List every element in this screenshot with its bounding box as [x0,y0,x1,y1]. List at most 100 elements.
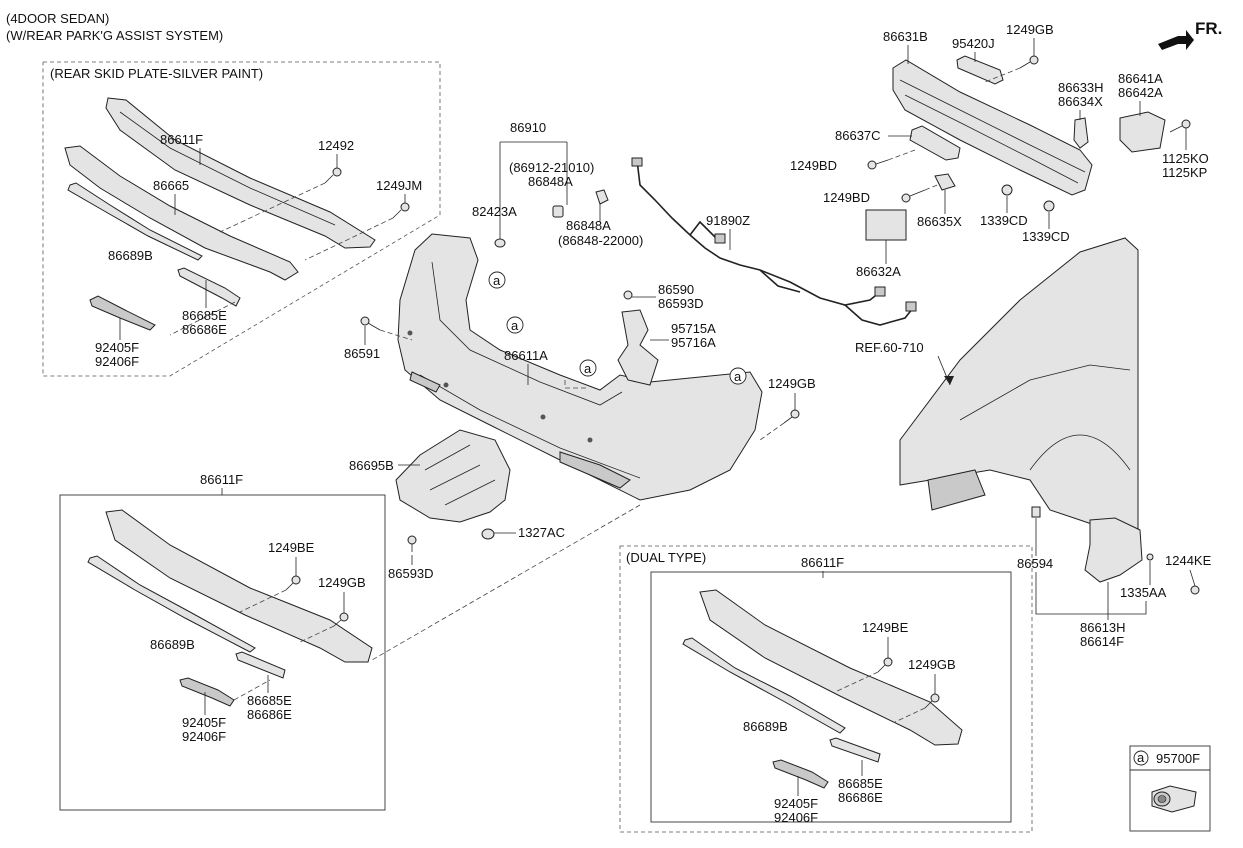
reflector-92405F-lower [179,677,235,707]
bolt-1249JM [392,202,410,219]
bolt-1249GB-beam [1019,55,1039,69]
skid-plate-bracket-86665 [64,145,299,281]
dual-garnish-86685E [829,737,881,763]
label-1125KO: 1125KO [1162,151,1209,166]
label-1249BD-lower: 1249BD [823,190,870,205]
front-direction-arrow-icon [1158,30,1194,50]
label-1249JM: 1249JM [376,178,422,193]
label-86686E-lower-left: 86686E [247,707,292,722]
skid-plate-section: (REAR SKID PLATE-SILVER PAINT) [42,61,441,377]
bracket-86641A [1119,111,1166,153]
bumper-bolt-86591 [360,316,381,331]
label-86634X: 86634X [1058,94,1103,109]
label-1335AA: 1335AA [1120,585,1167,600]
label-86593D-upper: 86593D [658,296,704,311]
sensor-holder-86848A [552,205,564,218]
label-86611F-top: 86611F [160,132,203,147]
label-86695B: 86695B [349,458,394,473]
label-92406F-lower-left: 92406F [182,729,226,744]
bracket-86633H [1073,117,1089,149]
clip-1335AA [1146,553,1154,561]
label-86689B-lower-left: 86689B [150,637,195,652]
label-86631B: 86631B [883,29,928,44]
label-86685E-lower-left: 86685E [247,693,292,708]
label-92406F-dual: 92406F [774,810,818,825]
label-1249GB-lower-left: 1249GB [318,575,366,590]
skid-plate-section-title: (REAR SKID PLATE-SILVER PAINT) [50,66,263,81]
label-86685E-top: 86685E [182,308,227,323]
marker-a-3: a [579,359,597,377]
svg-text:a: a [734,369,742,384]
legend-box: a 95700F [1129,745,1211,832]
nut-1339CD-left [1001,184,1013,196]
label-86590: 86590 [658,282,694,297]
label-86611F-lower-left: 86611F [200,472,243,487]
label-82423A: 82423A [472,204,517,219]
label-92405F-top: 92405F [95,340,139,355]
label-1249GB-beam: 1249GB [1006,22,1054,37]
legend-marker-a: a [1133,750,1149,766]
legend-part-number: 95700F [1156,751,1200,766]
label-86910: 86910 [510,120,546,135]
label-86686E-top: 86686E [182,322,227,337]
pad-86632A [865,209,907,241]
svg-text:a: a [511,318,519,333]
label-1125KP: 1125KP [1162,165,1207,180]
bracket-95420J [956,55,1004,85]
reference-label: REF.60-710 [855,340,924,355]
header-line-2: (W/REAR PARK'G ASSIST SYSTEM) [6,28,223,43]
marker-a-1: a [488,271,506,289]
label-86635X: 86635X [917,214,962,229]
svg-text:a: a [493,273,501,288]
label-86591: 86591 [344,346,380,361]
label-1327AC: 1327AC [518,525,565,540]
bracket-86635X [934,173,956,191]
label-86689B-dual: 86689B [743,719,788,734]
bolt-1125KO [1169,119,1191,133]
label-92405F-lower-left: 92405F [182,715,226,730]
label-86632A: 86632A [856,264,901,279]
bumper-beam-86631B [892,59,1093,196]
label-86594: 86594 [1017,556,1053,571]
label-86689B-top: 86689B [108,248,153,263]
marker-a-2: a [506,316,524,334]
bolt-1244KE [1190,585,1200,595]
clip-86593D [407,535,417,552]
dual-type-section: (DUAL TYPE) [619,545,1033,833]
label-92405F-dual: 92405F [774,796,818,811]
label-86633H: 86633H [1058,80,1104,95]
label-1339CD-left: 1339CD [980,213,1028,228]
bolt-12492 [324,167,342,184]
label-1249GB-bumper: 1249GB [768,376,816,391]
bolt-1249BD-lower [901,189,926,203]
nut-1339CD-right [1043,200,1055,212]
clip-86590 [623,290,633,300]
label-1249BE-dual: 1249BE [862,620,909,635]
label-1249BD-upper: 1249BD [790,158,837,173]
label-86848A-upper: 86848A [528,174,573,189]
front-direction-label: FR. [1195,19,1222,38]
label-86642A: 86642A [1118,85,1163,100]
under-cover-86695B [395,429,511,523]
quarter-panel-reference [899,237,1139,541]
label-86912-21010: (86912-21010) [509,160,594,175]
label-1244KE: 1244KE [1165,553,1212,568]
rear-bumper-cover-86611A [397,233,763,501]
skid-plate-reflector-92405F [89,295,156,331]
sensor-bracket-95715A [617,309,659,386]
dual-skid-plate-86611F [699,589,963,746]
strip-86689B-lower [87,555,256,653]
label-86611F-dual: 86611F [801,555,844,570]
label-86611A: 86611A [504,348,548,363]
parking-sensor-icon [1151,785,1197,813]
svg-text:a: a [1137,750,1145,765]
label-12492: 12492 [318,138,354,153]
label-86848A-lower: 86848A [566,218,611,233]
side-bracket-86613H [1084,517,1143,583]
label-95420J: 95420J [952,36,995,51]
wiring-harness-91890Z [631,157,917,326]
label-92406F-top: 92406F [95,354,139,369]
label-1339CD-right: 1339CD [1022,229,1070,244]
bolt-1249GB-bumper [783,409,800,424]
label-86614F: 86614F [1080,634,1124,649]
